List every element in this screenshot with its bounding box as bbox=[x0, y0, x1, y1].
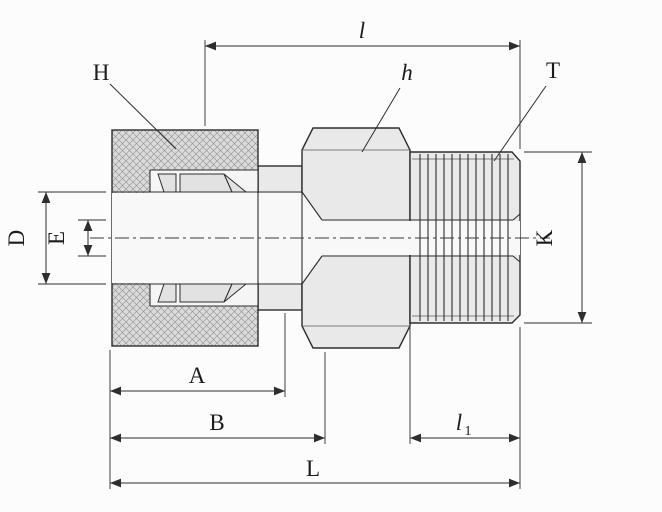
label-l: l bbox=[359, 18, 365, 43]
label-K: K bbox=[532, 229, 557, 246]
label-l1-subscript: 1 bbox=[465, 424, 472, 439]
leader-H: H bbox=[93, 60, 177, 150]
dimension-L: L bbox=[110, 456, 520, 488]
dimension-E: E bbox=[44, 220, 93, 256]
hex-chamfer-lines bbox=[303, 149, 409, 327]
label-D: D bbox=[4, 230, 29, 247]
back-ferrule-top bbox=[157, 173, 177, 193]
dimension-A: A bbox=[110, 363, 285, 396]
label-h: h bbox=[401, 60, 413, 85]
leader-h: h bbox=[361, 60, 413, 153]
dimension-D: D bbox=[4, 192, 51, 284]
leader-T: T bbox=[493, 58, 560, 162]
label-B: B bbox=[209, 410, 224, 435]
dimension-l: l bbox=[205, 18, 520, 51]
bottom-extension-lines bbox=[109, 313, 521, 489]
thread-root-lines bbox=[412, 158, 514, 317]
dimension-B: B bbox=[110, 410, 325, 443]
label-l1: l bbox=[456, 410, 462, 435]
dimension-l1: l 1 bbox=[410, 410, 520, 443]
label-T: T bbox=[546, 58, 560, 83]
label-A: A bbox=[189, 363, 206, 388]
label-E: E bbox=[44, 231, 69, 245]
dimension-K: K bbox=[532, 152, 587, 323]
back-ferrule-bottom bbox=[157, 283, 177, 303]
label-H: H bbox=[93, 60, 110, 85]
left-extension-lines bbox=[38, 191, 106, 285]
internal-lines bbox=[112, 169, 521, 307]
top-extension-lines bbox=[204, 40, 521, 149]
label-L: L bbox=[306, 456, 320, 481]
